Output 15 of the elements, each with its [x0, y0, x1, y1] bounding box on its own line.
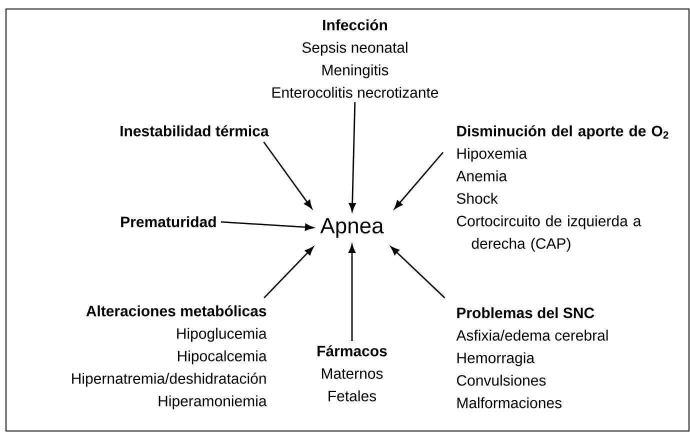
arrow [394, 152, 444, 210]
arrow [264, 246, 314, 298]
cause-label: Inestabilidad térmica [120, 125, 269, 136]
arrow [263, 142, 312, 209]
cause-list: Problemas del SNC Asfixia/edema cerebral Hemorragia Convulsiones Malformaciones [456, 307, 608, 408]
arrow [390, 246, 446, 298]
center-label: Apnea [320, 218, 384, 238]
cause-label: Prematuridad [121, 216, 216, 228]
cause-list: Infección Sepsis neonatal Meningitis Enterocolitis necrotizante [272, 19, 438, 98]
arrow [348, 244, 356, 341]
cause-list: Fármacos Maternos Fetales [318, 345, 387, 402]
cause-list: Disminución del aporte de O$_{2}$ Hipoxemia Anemia Shock Cortocircuito de izquierda a derecha (CAP) [456, 125, 668, 252]
arrow [348, 102, 356, 212]
arrow [220, 221, 314, 231]
cause-list: Alteraciones metabólicas Hipoglucemia Hipocalcemia Hipernatremia/deshidratación Hiperamoniemia [72, 305, 267, 410]
